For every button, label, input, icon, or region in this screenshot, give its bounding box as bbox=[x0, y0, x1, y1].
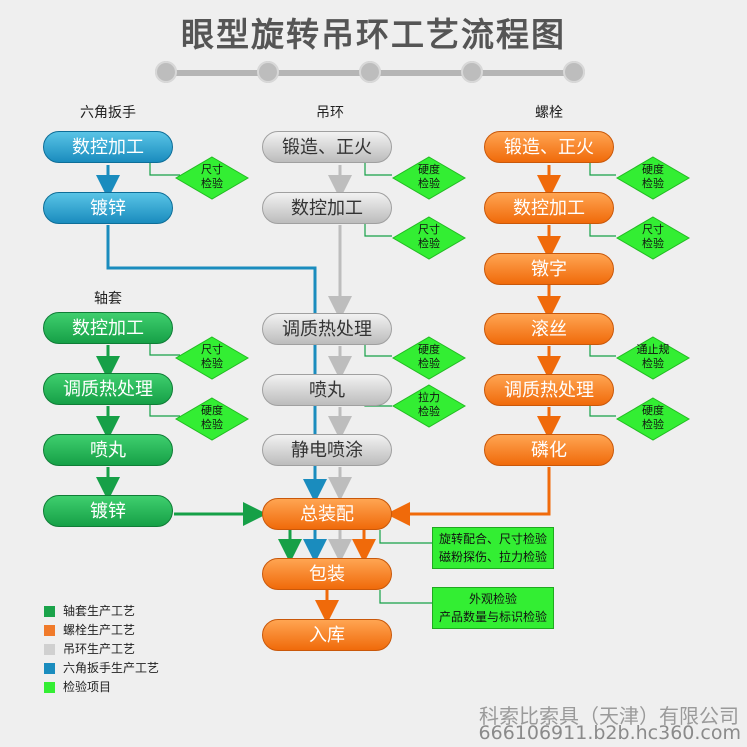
legend-swatch-bolt bbox=[44, 625, 55, 636]
hex-step-cnc: 数控加工 bbox=[43, 131, 173, 163]
ring-check-hardness-2: 硬度检验 bbox=[392, 336, 466, 380]
legend-swatch-hex bbox=[44, 663, 55, 674]
column-title-bolt: 螺栓 bbox=[535, 105, 563, 121]
hex-check-dimension: 尺寸检验 bbox=[175, 156, 249, 200]
bolt-step-cnc: 数控加工 bbox=[484, 192, 614, 224]
column-title-ring: 吊环 bbox=[316, 105, 344, 121]
hex-step-galvanize: 镀锌 bbox=[43, 192, 173, 224]
bolt-step-phosphating: 磷化 bbox=[484, 434, 614, 466]
bolt-check-gauge: 通止规检验 bbox=[616, 336, 690, 380]
bolt-step-heat-treatment: 调质热处理 bbox=[484, 374, 614, 406]
bolt-step-heading: 镦字 bbox=[484, 253, 614, 285]
timeline-dot bbox=[461, 61, 483, 83]
legend-swatch-sleeve bbox=[44, 606, 55, 617]
timeline-dot bbox=[257, 61, 279, 83]
legend-item: 螺栓生产工艺 bbox=[44, 621, 159, 640]
timeline-dot bbox=[563, 61, 585, 83]
sleeve-step-heat-treatment: 调质热处理 bbox=[43, 373, 173, 405]
packing-check-note: 外观检验产品数量与标识检验 bbox=[432, 587, 554, 629]
bolt-step-forging: 锻造、正火 bbox=[484, 131, 614, 163]
company-name: 科索比索具（天津）有限公司 bbox=[479, 704, 739, 728]
sleeve-check-hardness: 硬度检验 bbox=[175, 397, 249, 441]
ring-check-tensile: 拉力检验 bbox=[392, 384, 466, 428]
column-title-hex-wrench: 六角扳手 bbox=[80, 105, 136, 121]
bolt-step-thread-rolling: 滚丝 bbox=[484, 313, 614, 345]
legend-item: 轴套生产工艺 bbox=[44, 602, 159, 621]
bolt-check-hardness-2: 硬度检验 bbox=[616, 397, 690, 441]
legend-swatch-ring bbox=[44, 644, 55, 655]
legend-swatch-check bbox=[44, 682, 55, 693]
ring-step-shot-blast: 喷丸 bbox=[262, 374, 392, 406]
bolt-check-hardness: 硬度检验 bbox=[616, 156, 690, 200]
column-title-sleeve: 轴套 bbox=[94, 291, 122, 307]
ring-check-dimension: 尺寸检验 bbox=[392, 216, 466, 260]
assembly-check-note: 旋转配合、尺寸检验磁粉探伤、拉力检验 bbox=[432, 527, 554, 569]
timeline-decoration bbox=[155, 60, 585, 86]
legend-item: 六角扳手生产工艺 bbox=[44, 659, 159, 678]
sleeve-step-shot-blast: 喷丸 bbox=[43, 434, 173, 466]
sleeve-check-dimension: 尺寸检验 bbox=[175, 336, 249, 380]
ring-step-coating: 静电喷涂 bbox=[262, 434, 392, 466]
final-step-packing: 包装 bbox=[262, 558, 392, 590]
legend-item: 检验项目 bbox=[44, 678, 159, 697]
ring-step-cnc: 数控加工 bbox=[262, 192, 392, 224]
sleeve-step-galvanize: 镀锌 bbox=[43, 495, 173, 527]
sleeve-step-cnc: 数控加工 bbox=[43, 312, 173, 344]
timeline-dot bbox=[155, 61, 177, 83]
timeline-dot bbox=[359, 61, 381, 83]
page-title: 眼型旋转吊环工艺流程图 bbox=[181, 15, 566, 54]
ring-check-hardness: 硬度检验 bbox=[392, 156, 466, 200]
ring-step-forging: 锻造、正火 bbox=[262, 131, 392, 163]
legend-item: 吊环生产工艺 bbox=[44, 640, 159, 659]
bolt-check-dimension: 尺寸检验 bbox=[616, 216, 690, 260]
watermark-url: 666106911.b2b.hc360.com bbox=[478, 722, 741, 744]
ring-step-heat-treatment: 调质热处理 bbox=[262, 313, 392, 345]
final-step-storage: 入库 bbox=[262, 619, 392, 651]
final-step-assembly: 总装配 bbox=[262, 498, 392, 530]
legend: 轴套生产工艺 螺栓生产工艺 吊环生产工艺 六角扳手生产工艺 检验项目 bbox=[44, 602, 159, 697]
